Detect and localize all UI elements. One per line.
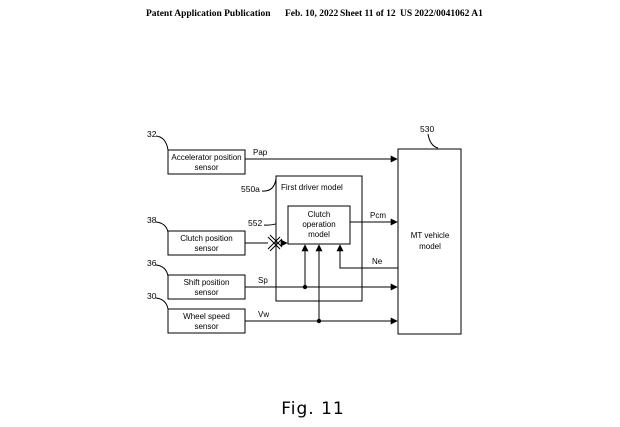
ref-552: 552 <box>248 218 262 228</box>
mt-model-line2: model <box>419 242 441 251</box>
header-date: Feb. 10, 2022 <box>285 9 339 19</box>
leader-530 <box>427 133 439 149</box>
ref-530: 530 <box>420 124 434 134</box>
mt-model-line1: MT vehicle <box>411 231 450 240</box>
mt-vehicle-model-block <box>397 148 462 335</box>
leader-36 <box>155 264 169 277</box>
clutch-model-line3: model <box>308 230 330 239</box>
ref-36: 36 <box>147 258 157 268</box>
sp-label: Sp <box>258 276 268 285</box>
clutch-operation-model-block <box>287 205 351 245</box>
figure-label: Fig. 11 <box>281 399 345 419</box>
leader-38 <box>155 221 169 233</box>
accelerator-sensor-block <box>167 149 246 175</box>
ne-label: Ne <box>372 257 383 266</box>
header-publication: Patent Application Publication <box>146 9 271 19</box>
clutch-sensor-line2: sensor <box>194 244 218 253</box>
shift-line2: sensor <box>194 288 218 297</box>
vw-junction-dot <box>316 318 322 324</box>
driver-model-title: First driver model <box>281 183 343 192</box>
wheel-line1: Wheel speed <box>183 312 230 321</box>
sp-junction-dot <box>302 284 308 290</box>
clutch-model-line2: operation <box>302 220 335 229</box>
ref-38: 38 <box>147 215 157 225</box>
leader-32 <box>155 135 169 151</box>
header-sheet: Sheet 11 of 12 <box>340 9 396 19</box>
vw-label: Vw <box>258 310 269 319</box>
ref-30: 30 <box>147 291 157 301</box>
pcm-label: Pcm <box>370 211 386 220</box>
disconnect-mark <box>267 234 283 252</box>
wheel-line2: sensor <box>194 322 218 331</box>
clutch-model-line1: Clutch <box>308 210 331 219</box>
ref-32: 32 <box>147 129 157 139</box>
leader-550a <box>261 178 277 192</box>
shift-line1: Shift position <box>184 278 230 287</box>
clutch-sensor-line1: Clutch position <box>180 234 232 243</box>
ref-550a: 550a <box>241 184 260 194</box>
pap-label: Pap <box>253 148 268 157</box>
header-number: US 2022/0041062 A1 <box>400 9 483 19</box>
accel-line2: sensor <box>194 163 218 172</box>
accel-line1: Accelerator position <box>171 153 241 162</box>
ne-feedback-arrow <box>336 244 398 269</box>
leader-30 <box>155 297 169 310</box>
